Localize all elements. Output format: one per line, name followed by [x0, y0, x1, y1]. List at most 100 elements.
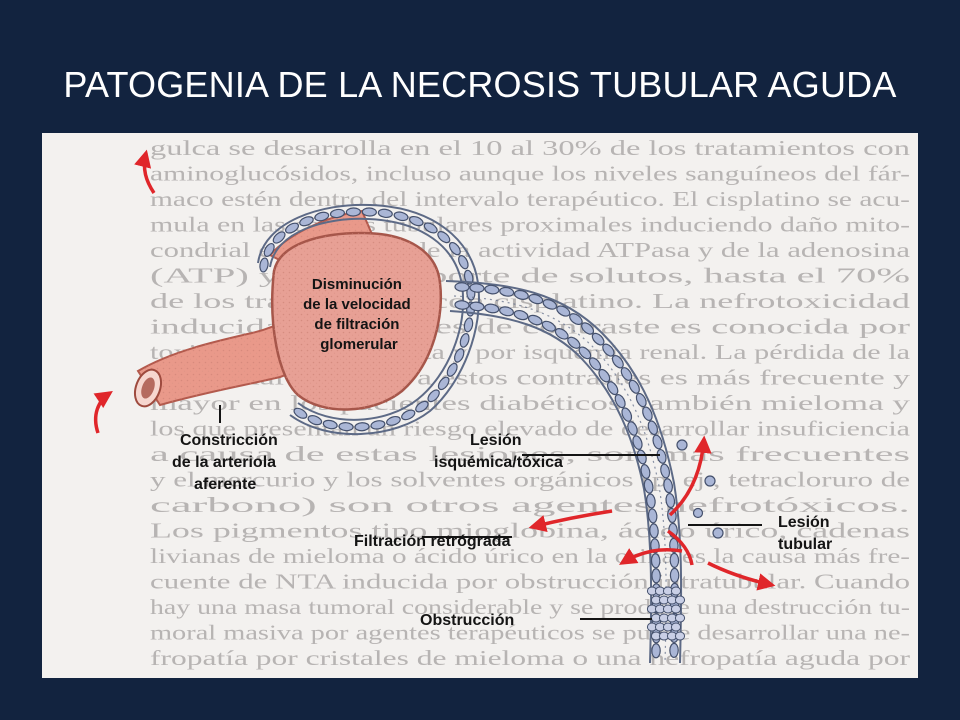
cast-cell — [670, 604, 682, 614]
renal-tubule — [445, 280, 724, 664]
epithelial-cell — [569, 313, 583, 326]
cast-cell — [670, 622, 682, 632]
epithelial-cell — [611, 354, 624, 369]
epithelial-cell — [354, 422, 370, 432]
nephron-diagram: gulca se desarrolla en el 10 al 30% de l… — [93, 136, 911, 670]
epithelial-cell — [652, 434, 663, 450]
epithelial-cell — [542, 299, 558, 310]
epithelial-cell — [556, 305, 571, 317]
arrow-backleak-2 — [668, 435, 712, 517]
epithelial-cell — [314, 211, 330, 222]
epithelial-cell — [285, 222, 300, 234]
background-text-line: mayor en los pacientes diabéticos, tambi… — [150, 391, 911, 415]
obstruction-label: Obstrucción — [420, 612, 514, 629]
cast-cell — [674, 595, 686, 605]
epithelial-cell — [338, 422, 354, 432]
epithelial-cell — [640, 464, 651, 480]
arrow-afferent — [93, 391, 113, 434]
epithelial-cell — [415, 400, 429, 413]
background-text-line: carbono) son otros agentes nefrotóxicos. — [150, 493, 910, 517]
epithelial-cell — [377, 208, 393, 219]
epithelial-cell — [446, 362, 458, 377]
epithelial-cell — [554, 328, 569, 340]
epithelial-cell — [393, 211, 409, 222]
cast-cell — [674, 631, 686, 641]
arrows — [93, 149, 776, 591]
cast-cell — [674, 613, 686, 623]
epithelial-cell — [272, 231, 286, 244]
epithelial-cell — [528, 293, 544, 305]
epithelial-cell — [627, 421, 638, 436]
epithelial-cell — [484, 303, 500, 314]
epithelial-cell — [484, 284, 500, 295]
epithelial-cell — [259, 257, 269, 273]
epithelial-cell — [628, 379, 640, 394]
arrow-stem — [666, 529, 694, 566]
epithelial-cell — [669, 567, 680, 583]
epithelial-cell — [656, 448, 667, 464]
epithelial-cell — [329, 208, 346, 219]
tubular-injury-label: Lesión tubular — [778, 514, 834, 553]
epithelial-cell — [527, 314, 543, 326]
epithelial-cell — [469, 301, 485, 312]
epithelial-cell — [663, 478, 674, 494]
epithelial-cell — [660, 463, 671, 479]
epithelial-cell — [307, 415, 323, 426]
epithelial-cell — [513, 289, 529, 300]
epithelial-cell — [469, 283, 485, 293]
epithelial-cell — [409, 215, 424, 227]
epithelial-cell — [386, 415, 401, 426]
obstruction-cast — [646, 586, 686, 641]
background-text-line: maco estén dentro del intervalo terapéut… — [150, 187, 910, 211]
injury-label: Lesión isquémica/tóxica — [434, 432, 563, 471]
epithelial-cell — [647, 508, 658, 524]
arrow-up — [134, 149, 156, 194]
epithelial-cell — [632, 435, 643, 450]
epithelial-cell — [401, 409, 416, 421]
epithelial-cell — [669, 642, 679, 658]
epithelial-cell — [437, 376, 450, 391]
background-text-line: moral masiva por agentes terapéuticos se… — [150, 621, 910, 645]
epithelial-cell — [345, 207, 361, 217]
epithelial-cell — [454, 282, 470, 292]
background-text-line: hay una masa tumoral considerable y se p… — [150, 595, 910, 619]
epithelial-cell — [541, 320, 556, 332]
diagram-figure: gulca se desarrolla en el 10 al 30% de l… — [42, 133, 918, 678]
epithelial-cell — [448, 241, 461, 256]
leader-lines — [219, 405, 762, 620]
epithelial-cell — [588, 357, 602, 371]
background-text-line: aminoglucósidos, incluso aunque los nive… — [150, 162, 910, 186]
slide-title: PATOGENIA DE LA NECROSIS TUBULAR AGUDA — [63, 64, 897, 105]
background-text-line: fropatía por cristales de mieloma o una … — [150, 646, 910, 670]
epithelial-cell — [598, 368, 611, 383]
cast-cell — [670, 586, 682, 596]
epithelial-cell — [463, 269, 474, 285]
epithelial-cell — [299, 216, 314, 227]
epithelial-cell — [567, 336, 581, 349]
epithelial-cell — [647, 420, 659, 436]
background-text: gulca se desarrolla en el 10 al 30% de l… — [150, 136, 911, 670]
epithelial-cell — [602, 343, 615, 357]
arrow-backleak-4 — [707, 561, 776, 591]
epithelial-cell — [669, 552, 680, 568]
epithelial-cell — [499, 286, 515, 297]
background-text-line: mula en las células tubulares proximales… — [150, 213, 910, 237]
epithelial-cell — [322, 419, 338, 430]
background-text-line: los que presentan un riesgo elevado de d… — [150, 417, 911, 441]
epithelial-cell — [646, 493, 656, 509]
epithelial-cell — [606, 381, 619, 396]
arrow-backleak-3 — [619, 548, 683, 565]
epithelial-cell — [454, 300, 470, 310]
glomerulus-label: Disminución de la velocidad de filtració… — [303, 276, 415, 353]
epithelial-cell — [649, 523, 659, 539]
backleak-label: Filtración retrógrada — [354, 533, 511, 550]
epithelial-cell — [651, 568, 661, 584]
epithelial-cell — [643, 478, 654, 494]
epithelial-cell — [642, 406, 653, 422]
arrow-backleak-1 — [528, 509, 613, 533]
epithelial-cell — [578, 346, 592, 360]
epithelial-cell — [635, 392, 647, 408]
afferent-label: Constricción de la arteriola aferente — [172, 432, 282, 493]
epithelial-cell — [361, 207, 377, 217]
epithelial-cell — [591, 332, 605, 346]
